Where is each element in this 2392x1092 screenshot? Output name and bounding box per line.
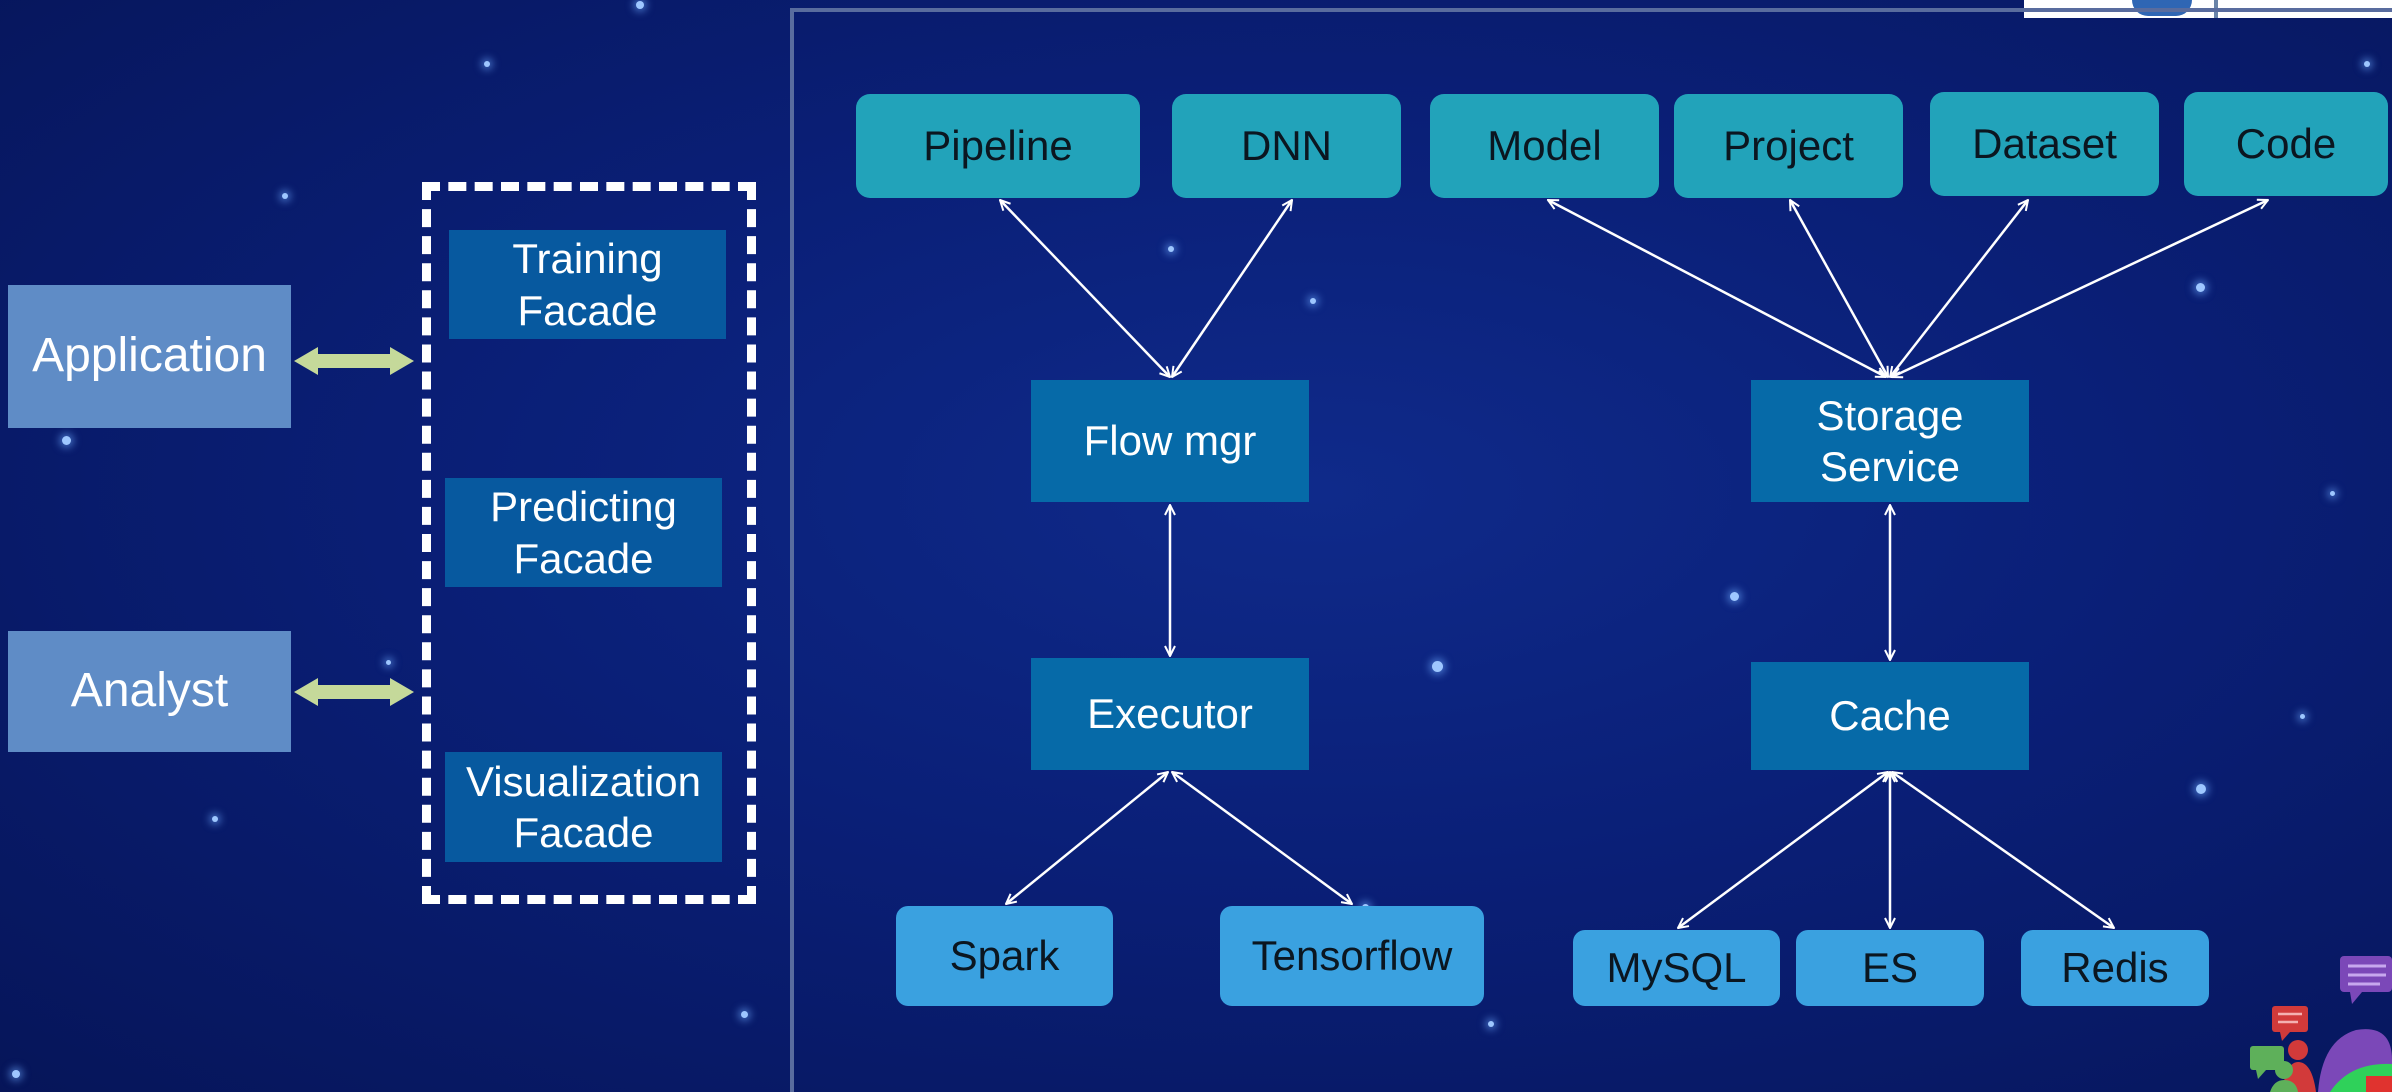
application-facade-arrow	[294, 347, 414, 375]
analyst-box: Analyst	[8, 631, 291, 752]
star	[1730, 592, 1739, 601]
platform-panel	[790, 8, 2392, 1092]
facade-group	[422, 182, 756, 904]
spark-box: Spark	[896, 906, 1113, 1006]
star	[2364, 61, 2370, 67]
star	[386, 660, 391, 665]
training-facade: Training Facade	[449, 230, 726, 339]
people-icon	[2270, 1029, 2392, 1092]
dnn-box: DNN	[1172, 94, 1401, 198]
star	[1310, 298, 1316, 304]
code-box: Code	[2184, 92, 2388, 196]
star	[741, 1011, 748, 1018]
storage-service-box: Storage Service	[1751, 380, 2029, 502]
dnn-flow-connector	[1172, 200, 1292, 377]
star	[212, 816, 218, 822]
star	[2196, 784, 2206, 794]
pipeline-flow-connector	[1000, 200, 1170, 377]
executor-spark-connector	[1006, 772, 1168, 904]
star	[2300, 714, 2305, 719]
es-box: ES	[1796, 930, 1984, 1006]
project-storage-connector	[1788, 200, 1890, 377]
code-storage-connector	[1892, 200, 2268, 377]
star	[62, 436, 71, 445]
application-box: Application	[8, 285, 291, 428]
star	[1488, 1021, 1494, 1027]
tensorflow-box: Tensorflow	[1220, 906, 1484, 1006]
star	[12, 1070, 20, 1078]
pipeline-box: Pipeline	[856, 94, 1140, 198]
model-box: Model	[1430, 94, 1659, 198]
star	[484, 61, 490, 67]
redis-box: Redis	[2021, 930, 2209, 1006]
analyst-facade-arrow	[294, 678, 414, 706]
star	[282, 193, 288, 199]
mysql-box: MySQL	[1573, 930, 1780, 1006]
executor-tensorflow-connector	[1172, 772, 1352, 904]
dataset-box: Dataset	[1930, 92, 2159, 196]
cache-mysql-connector	[1678, 772, 1888, 928]
chat-bubbles-icon	[2250, 956, 2392, 1079]
project-box: Project	[1674, 94, 1903, 198]
executor-box: Executor	[1031, 658, 1309, 770]
predicting-facade: Predicting Facade	[445, 478, 722, 587]
star	[2330, 491, 2335, 496]
cache-redis-connector	[1892, 772, 2114, 928]
cache-box: Cache	[1751, 662, 2029, 770]
flow-mgr-box: Flow mgr	[1031, 380, 1309, 502]
star	[1432, 661, 1443, 672]
star	[636, 1, 644, 9]
visualization-facade: Visualization Facade	[445, 752, 722, 862]
